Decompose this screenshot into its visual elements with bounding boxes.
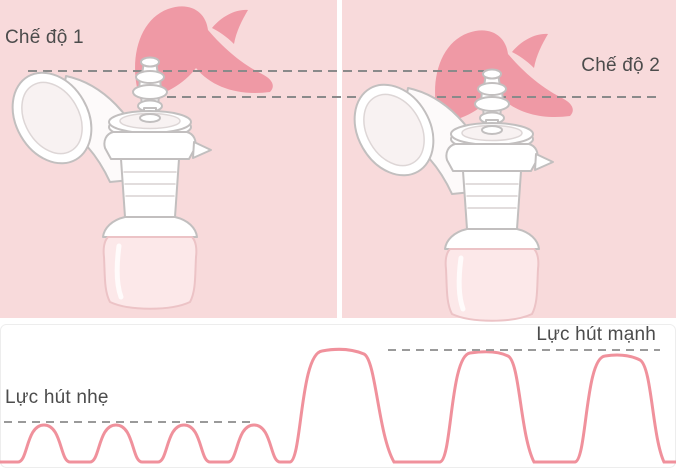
strong-suction-label: Lực hút mạnh: [536, 324, 656, 345]
suction-waveform-path: [0, 347, 676, 464]
mode-2-label: Chế độ 2: [581, 55, 660, 76]
light-suction-label: Lực hút nhẹ: [5, 387, 109, 408]
mode-1-label: Chế độ 1: [5, 27, 84, 48]
